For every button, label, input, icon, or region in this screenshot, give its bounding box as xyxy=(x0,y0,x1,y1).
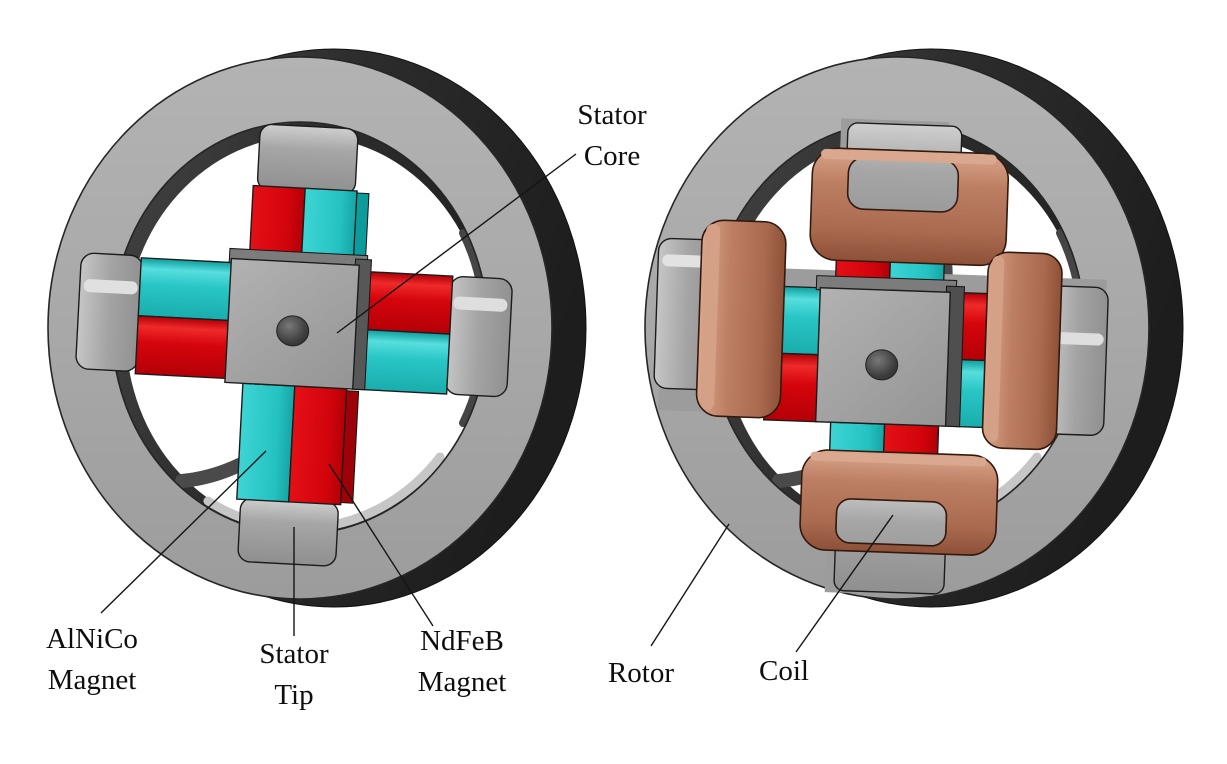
coil-top-face xyxy=(821,148,997,165)
leader-coil xyxy=(795,514,894,653)
stator-tip-bottom xyxy=(237,497,339,567)
label-rotor: Rotor xyxy=(607,657,675,689)
ndfeb-magnet-bottom-r xyxy=(882,423,940,457)
alnico-magnet-left xyxy=(137,257,238,322)
left-motor-view xyxy=(47,48,587,608)
shaft-hole-left xyxy=(276,315,310,347)
coil-top xyxy=(809,147,1010,267)
ndfeb-magnet-bottom xyxy=(287,385,348,506)
label-coil: Coil xyxy=(759,655,809,687)
tip-highlight-right xyxy=(453,296,508,312)
left-stator-assembly xyxy=(75,123,513,567)
coil-bottom-face xyxy=(810,451,987,467)
stator-tip-left xyxy=(75,252,144,372)
right-stator-assembly xyxy=(653,118,1109,596)
leader-lines xyxy=(100,153,894,653)
label-alnico-magnet: AlNiCo Magnet xyxy=(46,623,138,696)
label-stator-core: Stator Core xyxy=(577,99,647,172)
leader-ndfeb-magnet xyxy=(328,463,434,627)
stator-tip-right xyxy=(444,275,513,398)
stator-tip-top xyxy=(256,123,359,195)
coil-left-face xyxy=(700,223,721,410)
alnico-magnet-bottom xyxy=(236,382,296,503)
leader-alnico-magnet xyxy=(100,450,267,614)
tip-highlight-right-r xyxy=(1051,332,1104,346)
alnico-magnet-bottom-r xyxy=(828,421,886,455)
right-motor-view xyxy=(644,48,1184,608)
magnet-side-bottom xyxy=(340,390,360,504)
label-ndfeb-magnet: NdFeB Magnet xyxy=(417,625,507,698)
label-stator-tip: Stator Tip xyxy=(259,638,329,711)
shaft-hole-right xyxy=(865,349,899,381)
coil-right-face xyxy=(986,255,1005,442)
leader-rotor xyxy=(650,523,730,647)
leader-stator-core xyxy=(336,153,577,334)
ndfeb-magnet-left xyxy=(134,314,235,380)
coil-bottom xyxy=(799,449,999,556)
tip-highlight-left xyxy=(83,279,138,295)
